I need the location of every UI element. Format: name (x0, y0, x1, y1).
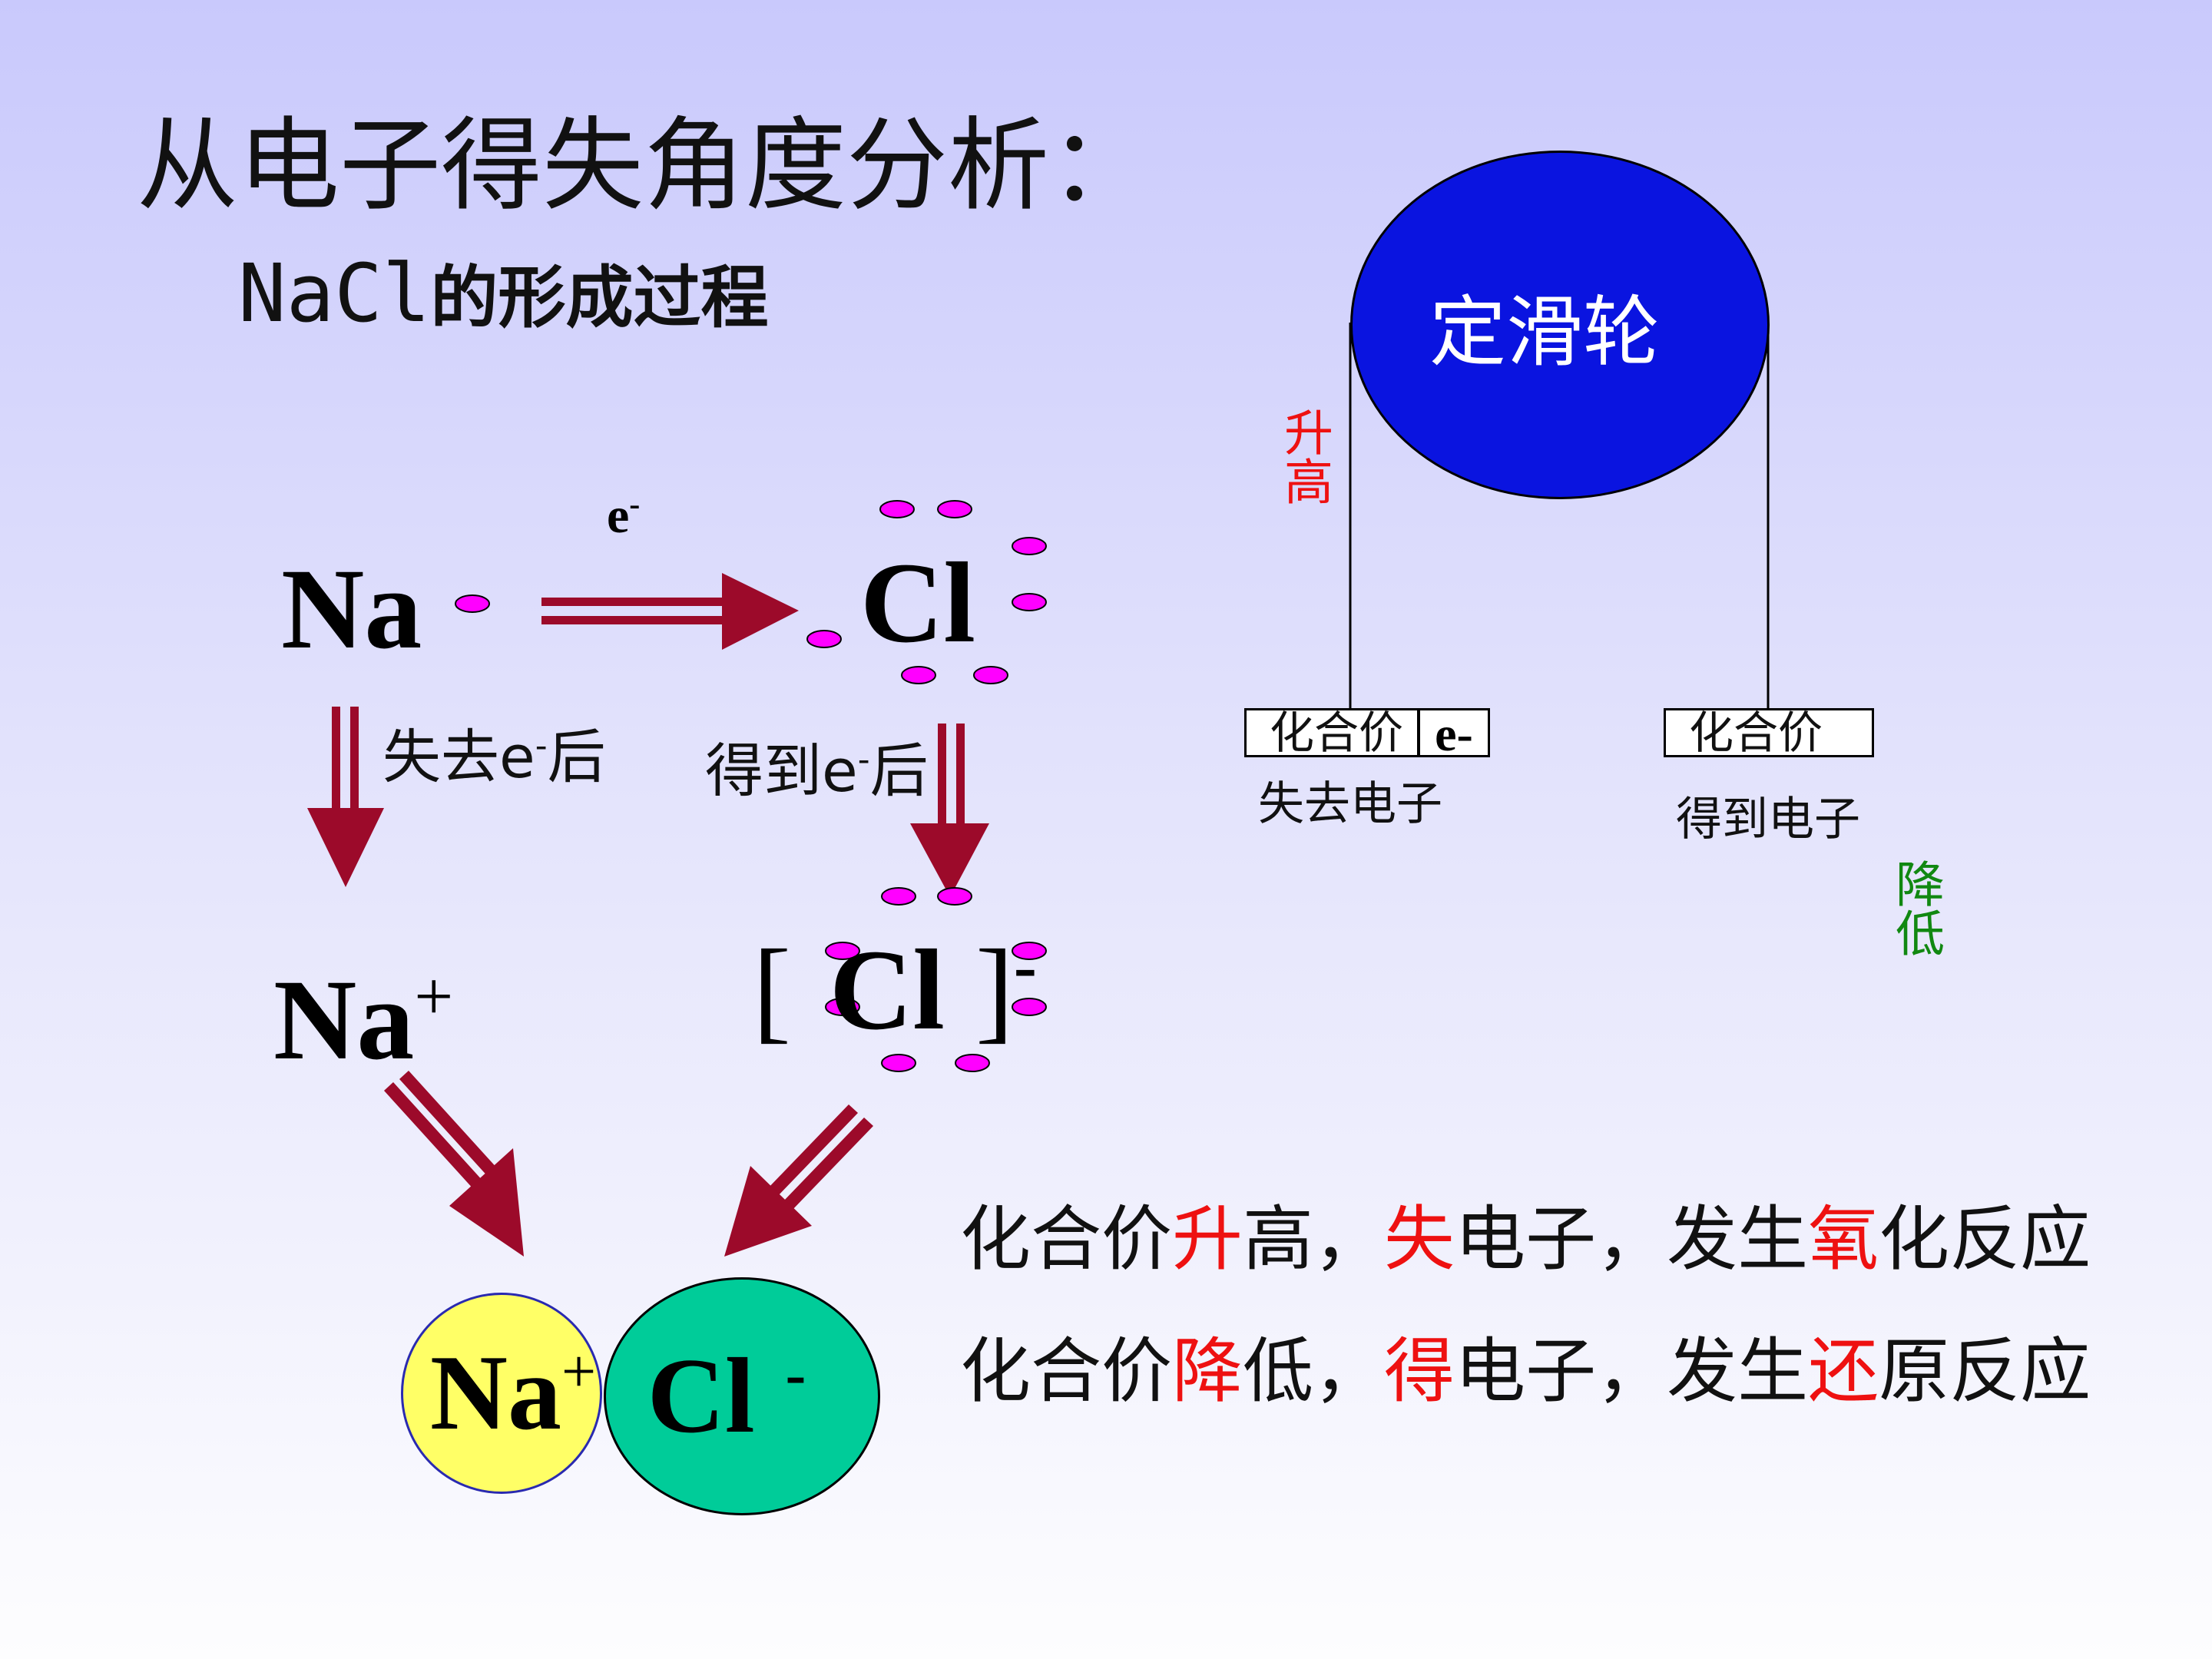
cl-electron (901, 666, 936, 684)
pulley-label: 定滑轮 (1429, 286, 1660, 377)
cl-electron (1012, 593, 1047, 611)
left-electron-box: e- (1418, 708, 1490, 759)
sodium-atom: Na (281, 545, 422, 673)
chlorine-atom: Cl (860, 539, 975, 667)
summary-oxidation: 化合价升高，失电子，发生氧化反应 (960, 1198, 2091, 1280)
cl-electron (806, 630, 842, 648)
right-valence-box: 化合价 (1664, 708, 1874, 757)
cl-ion-electron (937, 887, 972, 906)
page-title: 从电子得失角度分析： (137, 107, 1151, 225)
page-subtitle: NaCl的形成过程 (238, 253, 768, 333)
cl-ion-electron (881, 887, 916, 906)
cl-electron (879, 500, 915, 518)
electron-dots (455, 500, 1047, 1072)
sodium-product: Na+ (429, 1333, 597, 1452)
gain-arrow (910, 724, 989, 897)
gain-electron-label: 得到e-后 (705, 737, 929, 805)
subtitle-text: 的形成过程 (430, 258, 769, 337)
sodium-circle: Na+ (401, 1293, 602, 1494)
cl-ion-electron (881, 1054, 916, 1072)
lose-arrow (307, 707, 384, 887)
pulley-ropes (1349, 323, 1770, 710)
left-valence-box: 化合价 (1244, 708, 1419, 757)
cl-electron (937, 500, 972, 518)
lose-electron-label: 失去e-后 (382, 723, 606, 791)
cl-combine-arrow (724, 1104, 873, 1257)
left-caption: 失去电子 (1258, 777, 1442, 831)
rise-label: 升高 (1276, 407, 1333, 505)
fall-label: 降低 (1887, 859, 1944, 957)
sodium-ion: Na+ (273, 956, 454, 1084)
na-valence-electron (455, 594, 490, 613)
na-combine-arrow (384, 1071, 524, 1257)
cl-electron (1012, 537, 1047, 555)
cl-ion-electron (1012, 998, 1047, 1016)
chloride-ion: [Cl]- (753, 926, 1037, 1054)
summary-reduction: 化合价降低，得电子，发生还原反应 (960, 1330, 2091, 1412)
cl-ion-electron (1012, 942, 1047, 960)
right-caption: 得到电子 (1676, 793, 1860, 846)
cl-ion-electron (825, 942, 860, 960)
cl-ion-electron (825, 998, 860, 1016)
chloride-circle: Cl- (604, 1277, 880, 1515)
cl-ion-electron (955, 1054, 990, 1072)
transfer-arrow (541, 573, 799, 650)
fixed-pulley: 定滑轮 (1350, 151, 1770, 499)
cl-electron (973, 666, 1008, 684)
electron-label: e- (607, 487, 641, 544)
chloride-product: Cl- (647, 1336, 806, 1455)
subtitle-formula: NaCl (238, 247, 431, 340)
